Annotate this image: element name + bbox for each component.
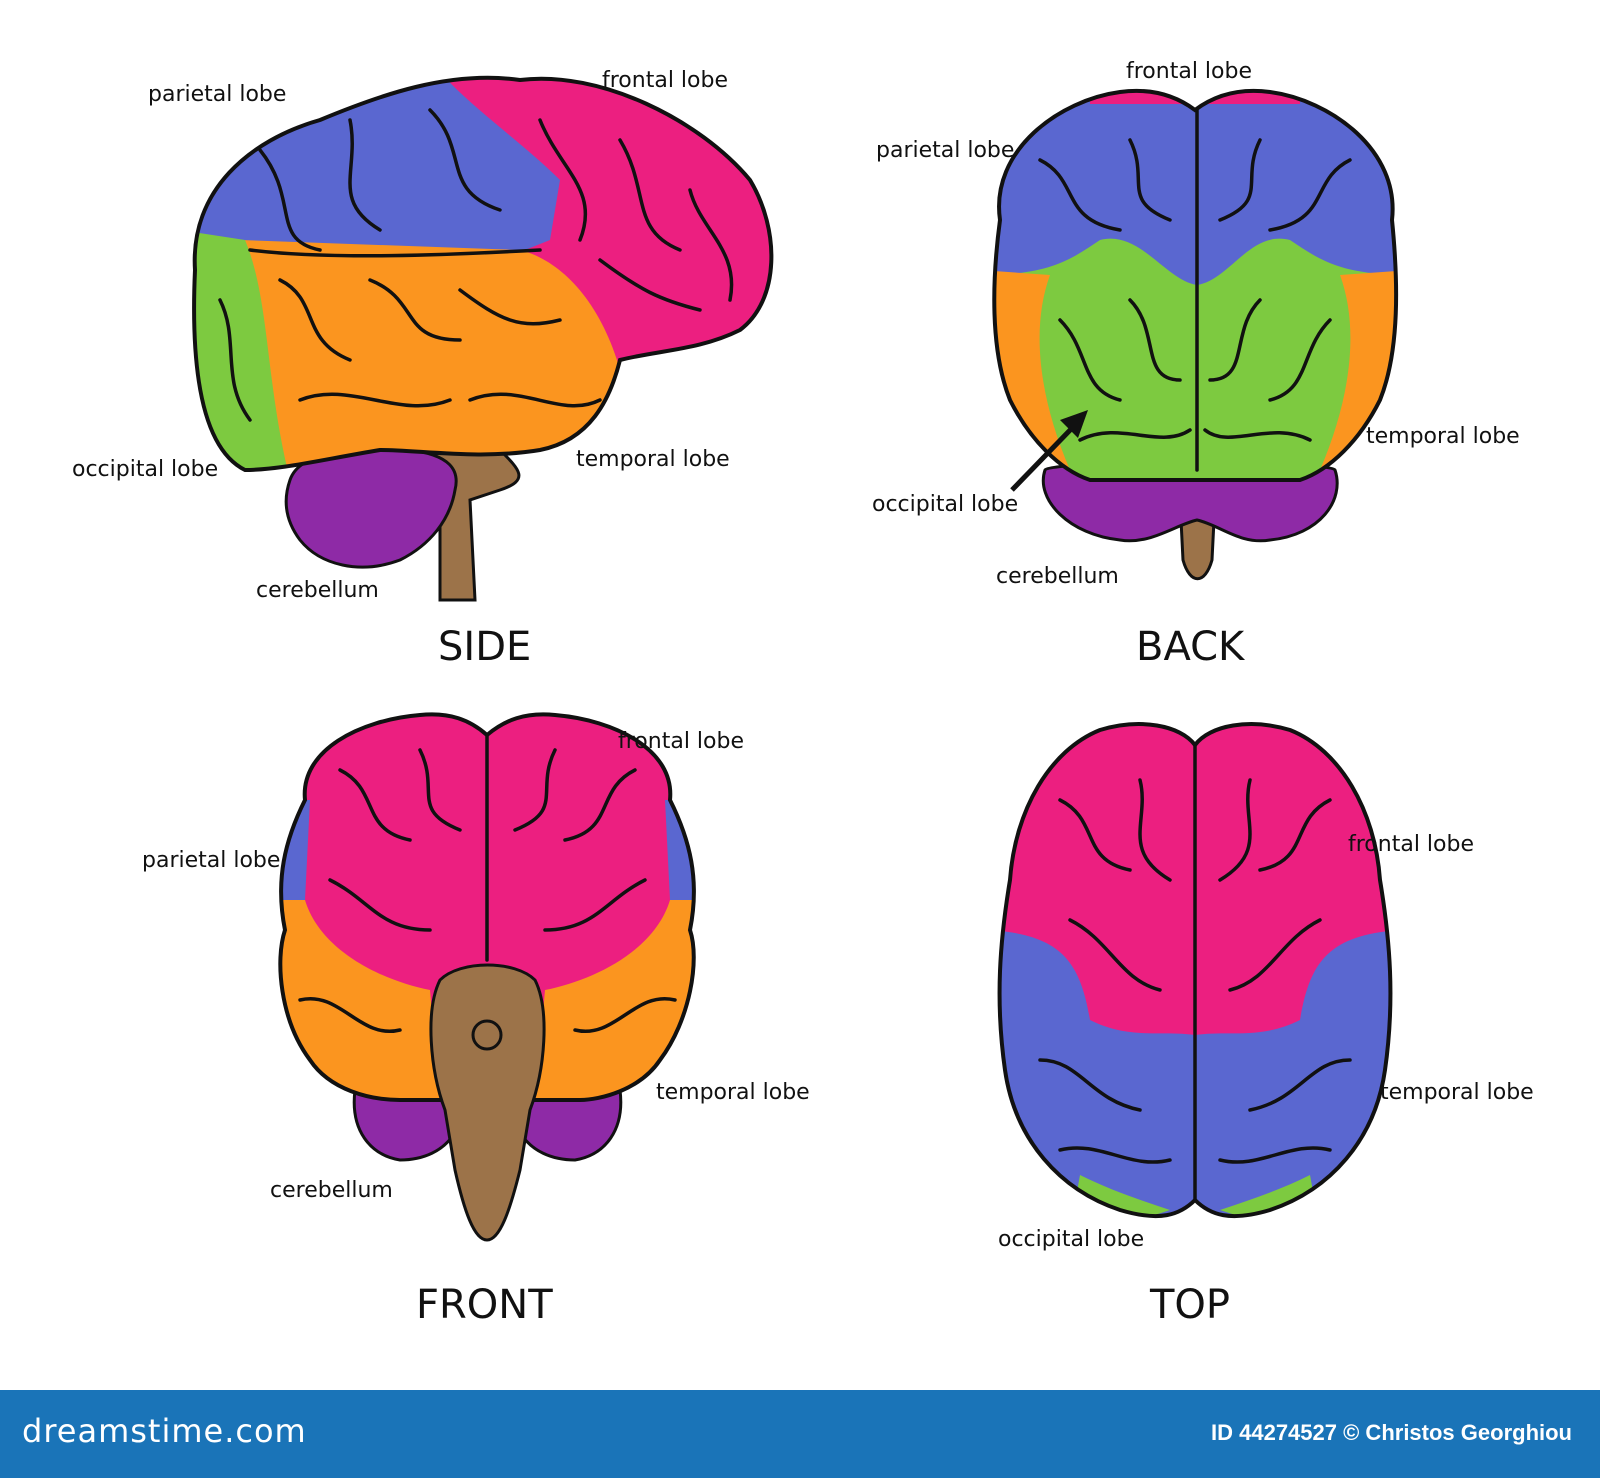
- top-occipital-left: [1070, 1175, 1170, 1217]
- side-title: SIDE: [438, 624, 532, 670]
- front-label-frontal: frontal lobe: [618, 729, 744, 754]
- back-label-frontal: frontal lobe: [1126, 59, 1252, 84]
- side-label-occipital: occipital lobe: [72, 457, 219, 482]
- footer-bar: dreamstime.com ID 44274527 © Christos Ge…: [0, 1390, 1600, 1478]
- footer-credit: ID 44274527 © Christos Georghiou: [1211, 1420, 1572, 1445]
- front-temporal-left: [280, 900, 440, 1100]
- side-label-cerebellum: cerebellum: [256, 578, 379, 603]
- front-parietal-left: [280, 800, 310, 900]
- top-brain-outline: [997, 722, 1393, 1218]
- front-brain-outline: [278, 712, 696, 1102]
- side-label-parietal: parietal lobe: [148, 82, 287, 107]
- front-stem-node: [471, 1019, 503, 1051]
- back-occipital-arrowhead: [1060, 410, 1088, 438]
- side-brain-outline: [192, 75, 774, 473]
- back-parietal-region: [994, 90, 1397, 285]
- front-title: FRONT: [416, 1282, 553, 1328]
- top-title: TOP: [1150, 1282, 1231, 1328]
- side-temporal-region: [240, 240, 620, 471]
- brain-diagram-stage: parietal lobe frontal lobe occipital lob…: [72, 59, 1534, 1328]
- front-brain-stem: [429, 963, 546, 1242]
- top-occipital-right: [1220, 1175, 1320, 1217]
- top-view-brain: [997, 722, 1393, 1218]
- back-label-occipital: occipital lobe: [872, 492, 1019, 517]
- back-label-parietal: parietal lobe: [876, 138, 1015, 163]
- back-label-temporal: temporal lobe: [1366, 424, 1520, 449]
- top-label-temporal: temporal lobe: [1380, 1080, 1534, 1105]
- back-title: BACK: [1136, 624, 1245, 670]
- front-view-brain: [278, 712, 696, 1242]
- front-label-parietal: parietal lobe: [142, 848, 281, 873]
- top-label-frontal: frontal lobe: [1348, 832, 1474, 857]
- back-view-brain: [992, 88, 1399, 581]
- side-label-temporal: temporal lobe: [576, 447, 730, 472]
- side-view-brain: [192, 75, 774, 602]
- front-label-temporal: temporal lobe: [656, 1080, 810, 1105]
- back-label-cerebellum: cerebellum: [996, 564, 1119, 589]
- side-label-frontal: frontal lobe: [602, 68, 728, 93]
- front-label-cerebellum: cerebellum: [270, 1178, 393, 1203]
- back-occipital-arrow: [1010, 423, 1077, 492]
- brain-illustrations: [192, 75, 1399, 1242]
- back-brain-outline: [992, 88, 1399, 482]
- side-cerebellum: [284, 446, 458, 569]
- top-label-occipital: occipital lobe: [998, 1227, 1145, 1252]
- footer-brand[interactable]: dreamstime.com: [22, 1412, 307, 1450]
